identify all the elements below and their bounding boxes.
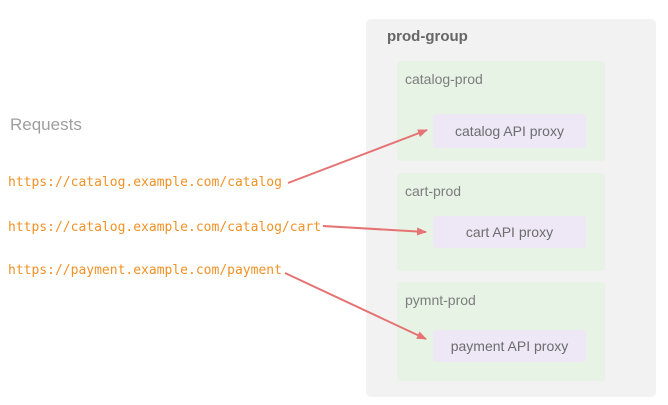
requests-title: Requests — [10, 115, 82, 134]
environment-label: catalog-prod — [405, 71, 483, 87]
api-proxy-box-payment: payment API proxy — [433, 330, 586, 362]
environment-box-cart-prod: cart-prod cart API proxy — [397, 173, 605, 271]
prod-group-label: prod-group — [387, 28, 468, 45]
request-url-catalog: https://catalog.example.com/catalog — [8, 175, 282, 190]
environment-box-catalog-prod: catalog-prod catalog API proxy — [397, 61, 605, 161]
environment-label: pymnt-prod — [405, 292, 476, 308]
environment-box-pymnt-prod: pymnt-prod payment API proxy — [397, 282, 605, 381]
api-proxy-box-cart: cart API proxy — [433, 216, 586, 248]
request-url-payment: https://payment.example.com/payment — [8, 263, 282, 278]
api-proxy-box-catalog: catalog API proxy — [433, 114, 586, 148]
environment-label: cart-prod — [405, 183, 462, 199]
request-url-cart: https://catalog.example.com/catalog/cart — [8, 220, 322, 235]
prod-group-box: prod-group catalog-prod catalog API prox… — [366, 19, 656, 397]
